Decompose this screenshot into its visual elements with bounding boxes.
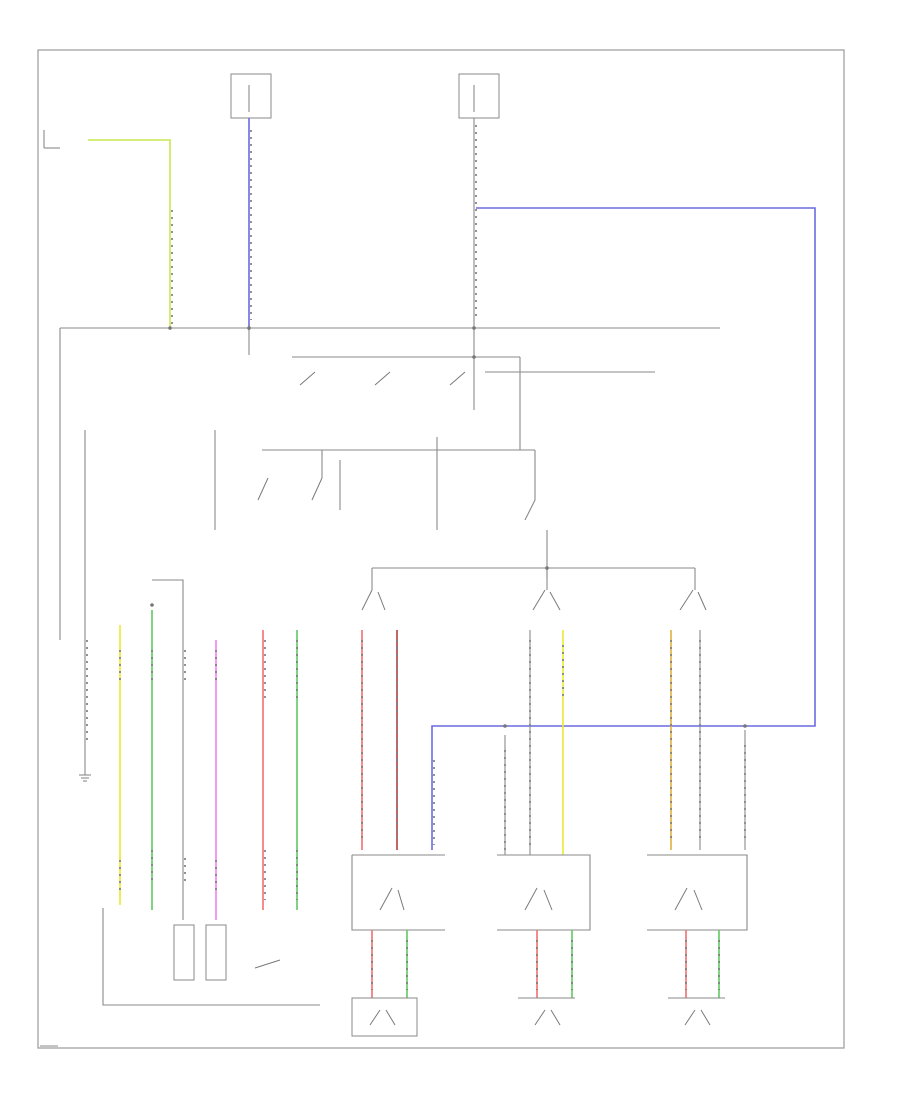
switch-2-wires <box>504 630 564 855</box>
switch-1-wires <box>361 630 398 850</box>
fuse-box-left <box>230 73 272 119</box>
window-switch-2 <box>497 854 591 931</box>
upper-switch-row <box>248 330 655 450</box>
fuse-box-right <box>458 73 500 119</box>
middle-switch-block <box>214 430 536 530</box>
gray-feed-wire <box>473 118 477 330</box>
diagram-frame <box>37 49 845 1049</box>
bottom-left-motor-assembly <box>102 908 320 1006</box>
splice-dots <box>150 326 747 728</box>
switch-3-wires <box>670 630 746 850</box>
top-left-connector <box>43 130 60 149</box>
motor-1 <box>351 930 418 1037</box>
ground-icon <box>79 760 91 782</box>
blue-feed-wire <box>248 118 252 330</box>
motor-2 <box>518 930 575 1026</box>
lower-switch-tree <box>361 530 707 611</box>
motor-3 <box>668 930 725 1026</box>
left-harness-wires <box>84 430 298 920</box>
window-switch-1 <box>351 854 445 931</box>
window-switch-3 <box>647 854 748 931</box>
yellow-green-feed-wire <box>88 139 173 330</box>
blue-return-wire <box>431 207 816 850</box>
